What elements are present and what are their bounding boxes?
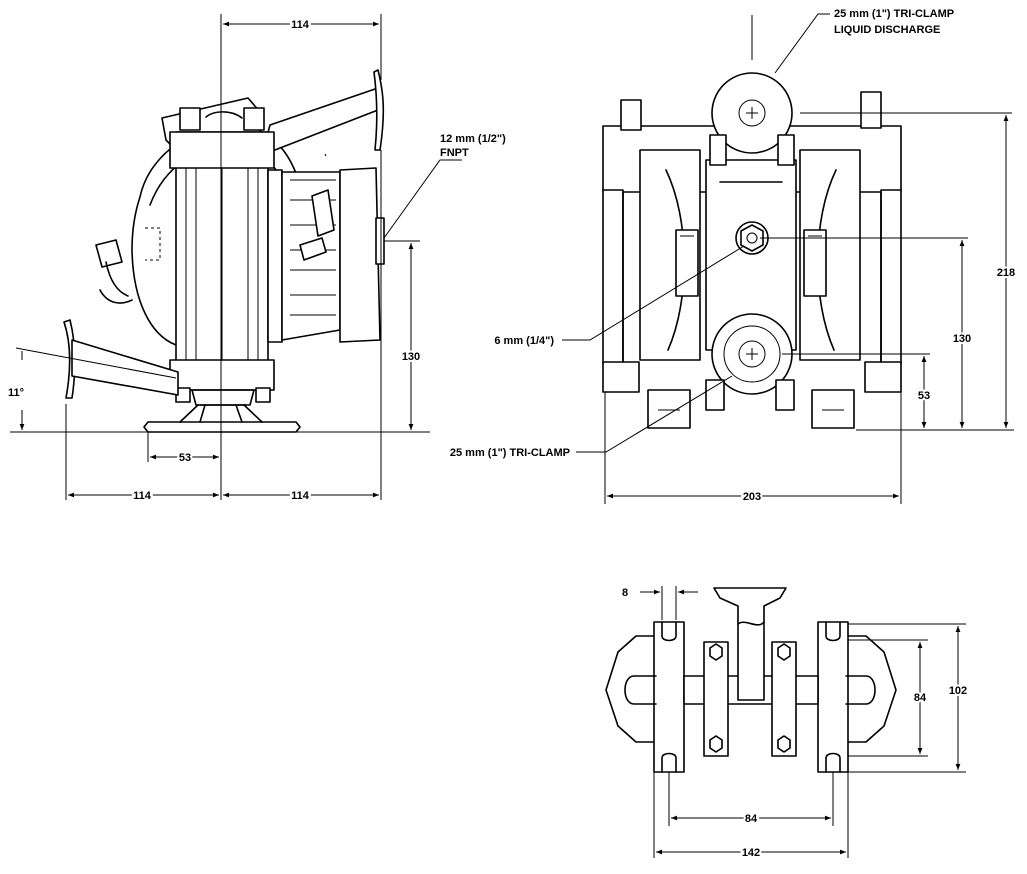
top-dim-slot: 8 <box>622 587 628 599</box>
front-dim-width: 203 <box>743 491 761 503</box>
top-view <box>605 586 966 858</box>
side-view <box>10 14 462 500</box>
discharge-label: LIQUID DISCHARGE <box>834 24 940 36</box>
side-dim-offset: 53 <box>179 452 191 464</box>
exhaust-label: 6 mm (1/4") <box>494 335 554 347</box>
air-inlet-size: 12 mm (1/2") <box>440 133 506 145</box>
front-dim-height-total: 218 <box>997 267 1015 279</box>
inlet-label: 25 mm (1") TRI-CLAMP <box>450 447 570 459</box>
front-view <box>562 13 1014 504</box>
top-dim-slot-inner: 84 <box>745 813 758 825</box>
side-angle: 11° <box>8 387 24 399</box>
discharge-size: 25 mm (1") TRI-CLAMP <box>834 8 954 20</box>
top-dim-slot-outer: 142 <box>742 847 760 859</box>
side-dim-bottom-left: 114 <box>133 490 152 502</box>
front-dim-height-low: 53 <box>918 390 930 402</box>
side-dim-height: 130 <box>402 351 420 363</box>
top-dim-mount-outer: 102 <box>949 685 967 697</box>
top-dim-mount-inner: 84 <box>914 692 927 704</box>
air-inlet-type: FNPT <box>440 147 469 159</box>
front-dim-height-mid: 130 <box>953 333 971 345</box>
dimension-labels: 114 114 114 53 130 11° 12 mm (1/2") FNPT… <box>8 8 1017 861</box>
side-dim-top: 114 <box>291 19 310 31</box>
side-dim-bottom-right: 114 <box>291 490 310 502</box>
